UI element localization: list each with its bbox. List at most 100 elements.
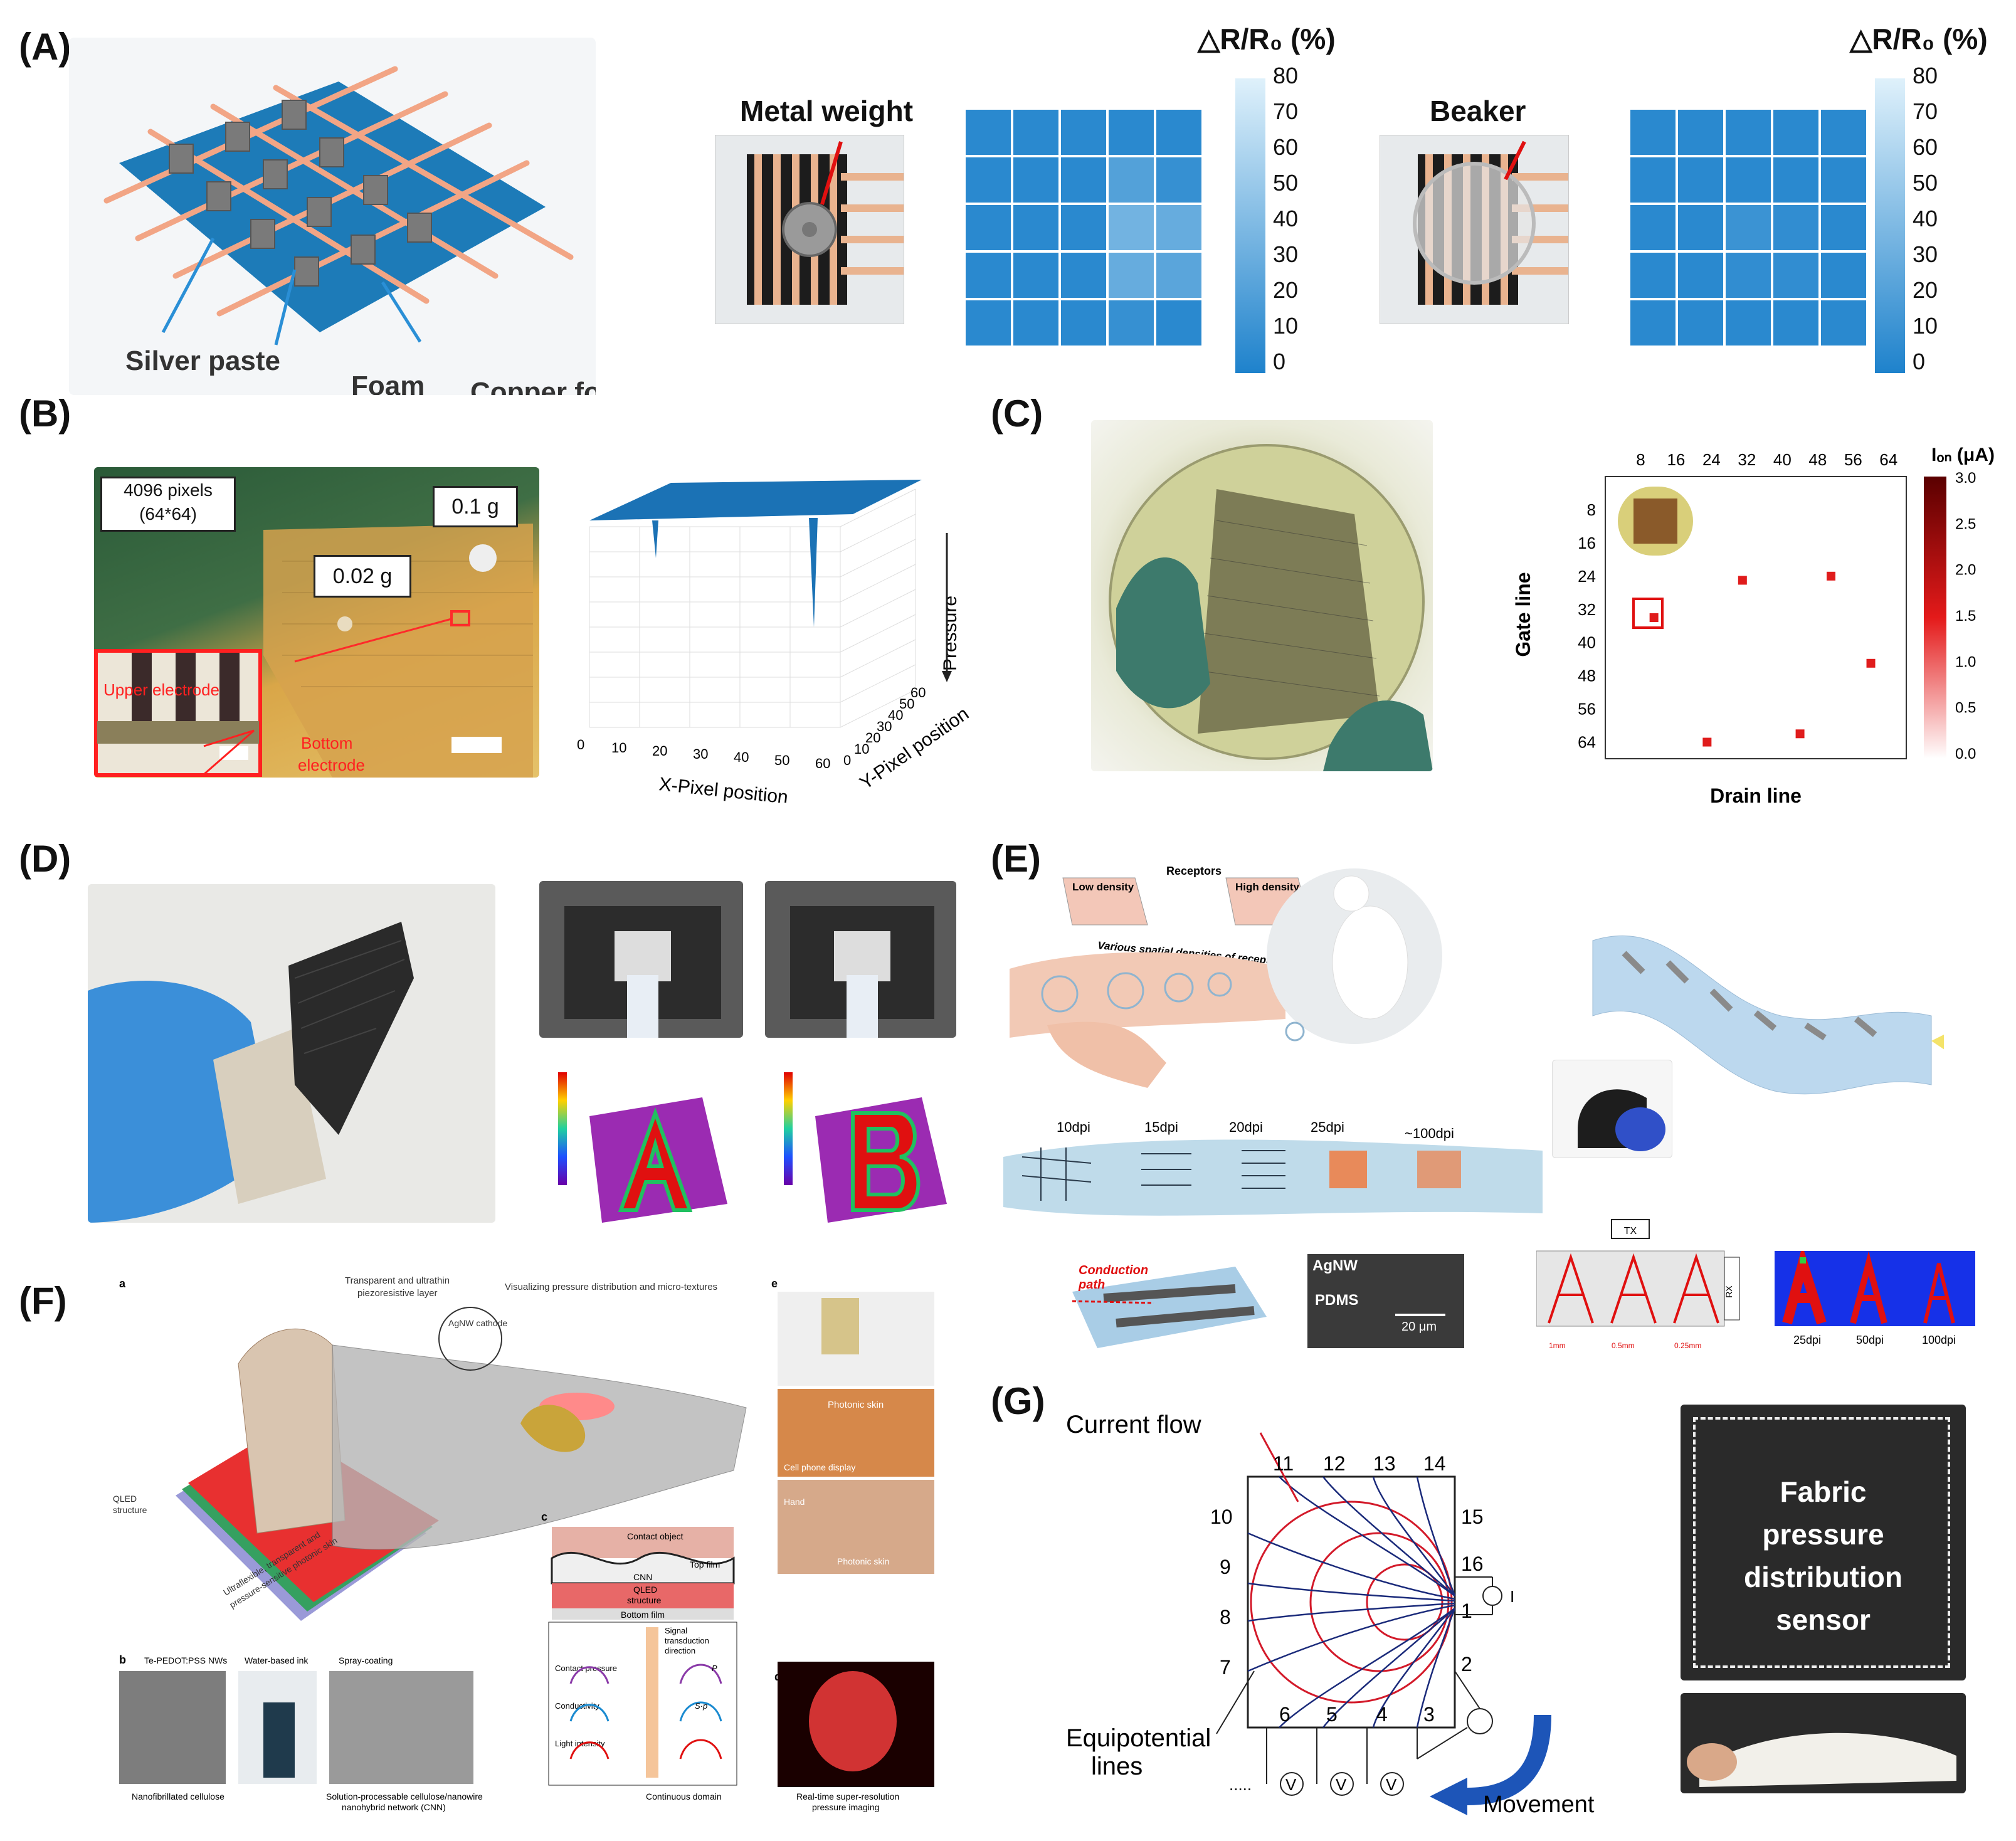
c-xtick: 64 [1879,450,1897,469]
heatmap1-cell [1109,157,1154,203]
c-cbar-title: Iₒₙ (μA) [1931,445,1995,465]
tx-rx-array-diagram: TX RX 1mm 0.5mm 0.25mm [1536,1216,1753,1354]
f-qled-layer-2: structure [627,1595,662,1605]
heatmap2-cell [1773,253,1818,298]
c-xtick: 24 [1702,450,1721,469]
f-sub-a: a [119,1277,126,1290]
node-11: 11 [1273,1452,1294,1475]
colorbar-tick: 70 [1273,98,1299,124]
b-ylabel: Y-Pixel position [856,704,973,794]
heatmap1-cell [966,300,1011,346]
heatmap1-cell [1013,205,1058,250]
heatmap-metal-weight [966,110,1204,346]
bent-sensor-photo [1552,1060,1672,1158]
b-xtick-6: 60 [815,756,830,771]
c-xtick: 16 [1667,450,1685,469]
b-ytick-0: 0 [843,752,851,768]
fabric-line-1: Fabric [1780,1475,1867,1508]
upper-electrode-label: Upper electrode [103,680,219,699]
heatmap2-cell [1678,157,1723,203]
pdms-label: PDMS [1315,1292,1359,1309]
panel-label-c: (C) [991,393,1043,435]
colorbar-a1-title: △R/R₀ (%) [1198,23,1336,55]
letter-b-pressure-map [765,1053,956,1242]
node-3: 3 [1423,1703,1435,1726]
heatmap1-cell [1013,300,1058,346]
heatmap1-cell [966,110,1011,155]
c-cbar-tick: 0.5 [1955,700,1976,717]
conduction-path-diagram: Conduction path [1060,1254,1273,1354]
bottom-electrode-label-1: Bottom [301,734,353,752]
colorbar-tick: 40 [1913,206,1938,231]
panel-label-e: (E) [991,838,1041,880]
heatmap1-cell [1156,110,1201,155]
mm-05-label: 0.5mm [1612,1341,1635,1350]
c-ytick: 16 [1578,534,1596,552]
f-transparent-2: piezoresistive layer [357,1288,438,1299]
fabric-sensor-border [1693,1417,1950,1668]
heatmap1-cell [1061,253,1106,298]
colorbar-tick: 40 [1273,206,1299,231]
dpi-10-label: 10dpi [1057,1119,1090,1135]
heatmap1-cell [1156,205,1201,250]
b-ytick-4: 40 [888,707,903,723]
heatmap2-cell [1726,300,1771,346]
res-100dpi-label: 100dpi [1922,1334,1956,1346]
fabric-bend-photo [1681,1693,1966,1793]
c-data-point [1866,658,1876,668]
pixels-info-box: 4096 pixels (64*64) [100,477,236,532]
node-7: 7 [1220,1656,1231,1679]
f-solution-1: Solution-processable cellulose/nanowire [326,1791,483,1801]
f-row-conductivity: Conductivity [555,1701,599,1711]
tx-label: TX [1624,1226,1637,1237]
colorbar-tick: 0 [1273,349,1286,374]
heatmap1-cell [966,157,1011,203]
f-qled-layer-1: QLED [633,1585,657,1595]
fabric-sensor-photo: Fabric pressure distribution sensor [1681,1405,1966,1680]
heatmap1-cell [1156,253,1201,298]
colorbar-tick: 10 [1913,313,1938,339]
high-density-label: High density [1235,881,1300,893]
current-source-i: I [1510,1587,1514,1606]
equipotential-label-1: Equipotential [1066,1724,1211,1752]
colorbar-tick: 60 [1913,134,1938,160]
f-water-label: Water-based ink [245,1655,309,1665]
node-1: 1 [1461,1600,1472,1622]
panel-label-a: (A) [19,26,71,68]
c-data-point [1702,737,1712,747]
b-xtick-5: 50 [774,752,789,768]
c-ylabel: Gate line [1512,572,1534,657]
bottom-electrode-label-2: electrode [298,756,365,774]
dpi-15-label: 15dpi [1144,1119,1178,1135]
c-xlabel: Drain line [1710,784,1802,807]
node-14: 14 [1423,1452,1446,1475]
heatmap2-cell [1773,205,1818,250]
heatmap1-cell [1061,300,1106,346]
f-te-label: Te-PEDOT:PSS NWs [144,1655,227,1665]
c-xtick: 40 [1773,450,1792,469]
heatmap1-cell [1156,157,1201,203]
f-nano-label: Nanofibrillated cellulose [132,1791,224,1801]
f-signal-2: transduction [665,1636,709,1645]
heatmap1-cell [1061,157,1106,203]
f-agnw-cathode: AgNW cathode [448,1318,507,1328]
colorbar-tick: 20 [1913,277,1938,303]
agnw-label: AgNW [1312,1257,1358,1274]
silver-paste-label: Silver paste [125,346,280,376]
heatmap1-cell [1156,300,1201,346]
conduction-label-2: path [1078,1278,1105,1292]
node-8: 8 [1220,1606,1231,1628]
highlight-box [1632,598,1664,629]
receptor-density-illustration: Receptors Low density High density Vario… [1003,837,1543,1226]
letter-a-pressure-map [539,1053,743,1242]
node-2: 2 [1461,1653,1472,1675]
current-flow-label: Current flow [1066,1411,1201,1438]
c-xtick: 32 [1738,450,1756,469]
heatmap2-cell [1726,110,1771,155]
heatmap1-cell [1013,157,1058,203]
colorbar-tick: 80 [1913,63,1938,88]
colorbar-a1 [1235,78,1265,373]
